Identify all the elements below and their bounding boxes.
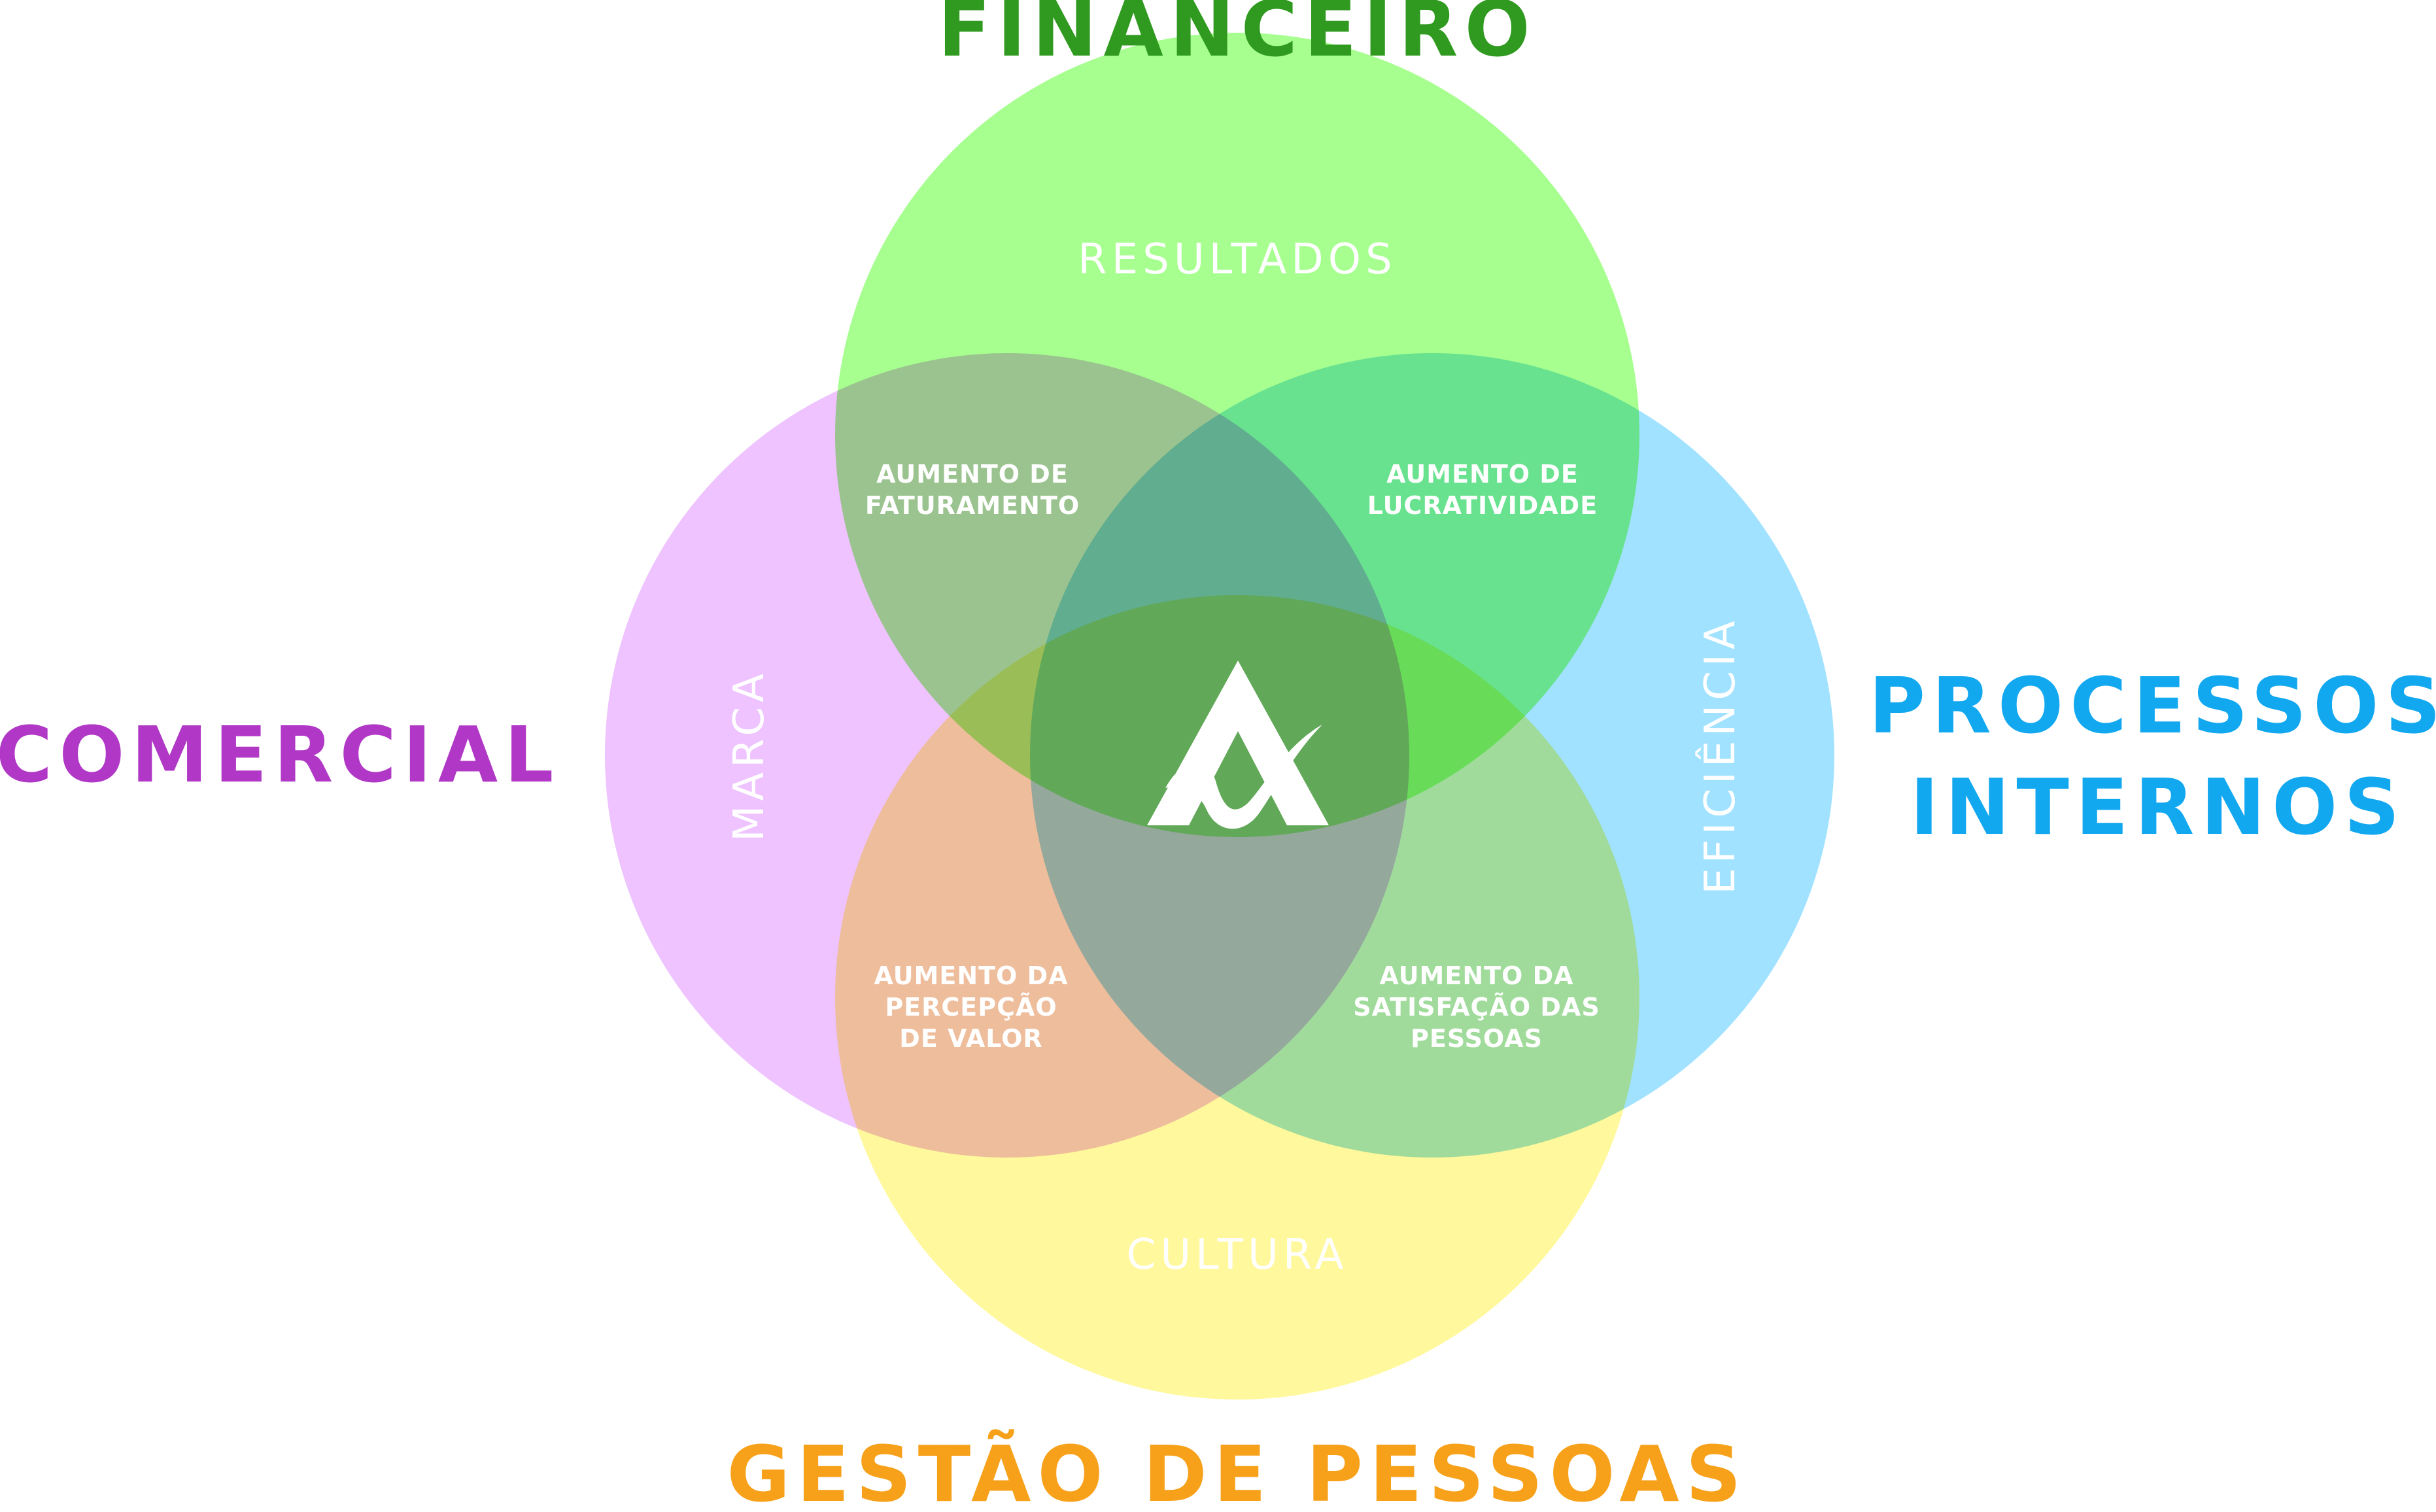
- overlap-satisfacao-line2: SATISFAÇÃO DAS: [1353, 993, 1600, 1022]
- overlap-percepcao: AUMENTO DA PERCEPÇÃO DE VALOR: [874, 961, 1068, 1053]
- overlap-faturamento-line1: AUMENTO DE: [876, 460, 1069, 489]
- brand-logo-swoosh: [1165, 725, 1322, 829]
- overlap-percepcao-line3: DE VALOR: [899, 1024, 1042, 1053]
- overlap-faturamento: AUMENTO DE FATURAMENTO: [865, 460, 1080, 520]
- region-resultados: RESULTADOS: [1078, 235, 1396, 284]
- brand-logo-icon: [1147, 661, 1329, 829]
- overlap-satisfacao-line1: AUMENTO DA: [1379, 961, 1573, 990]
- region-marca: MARCA: [725, 669, 774, 842]
- overlap-lucratividade-line1: AUMENTO DE: [1386, 460, 1579, 489]
- overlap-percepcao-line1: AUMENTO DA: [874, 961, 1068, 990]
- title-processos-line1: PROCESSOS: [1869, 661, 2436, 751]
- circle-pessoas: [835, 595, 1639, 1400]
- overlap-satisfacao: AUMENTO DA SATISFAÇÃO DAS PESSOAS: [1353, 961, 1600, 1053]
- overlap-percepcao-line2: PERCEPÇÃO: [885, 993, 1057, 1022]
- overlap-satisfacao-line3: PESSOAS: [1411, 1024, 1543, 1053]
- region-cultura: CULTURA: [1127, 1231, 1348, 1279]
- overlap-lucratividade-line2: LUCRATIVIDADE: [1367, 491, 1598, 520]
- title-pessoas: GESTÃO DE PESSOAS: [727, 1429, 1747, 1512]
- title-financeiro: FINANCEIRO: [938, 0, 1537, 74]
- overlap-lucratividade: AUMENTO DE LUCRATIVIDADE: [1367, 460, 1598, 520]
- region-eficiencia: EFICIÊNCIA: [1695, 616, 1745, 894]
- title-processos-line2: INTERNOS: [1910, 762, 2407, 852]
- title-comercial: COMERCIAL: [0, 710, 560, 800]
- overlap-faturamento-line2: FATURAMENTO: [865, 491, 1080, 520]
